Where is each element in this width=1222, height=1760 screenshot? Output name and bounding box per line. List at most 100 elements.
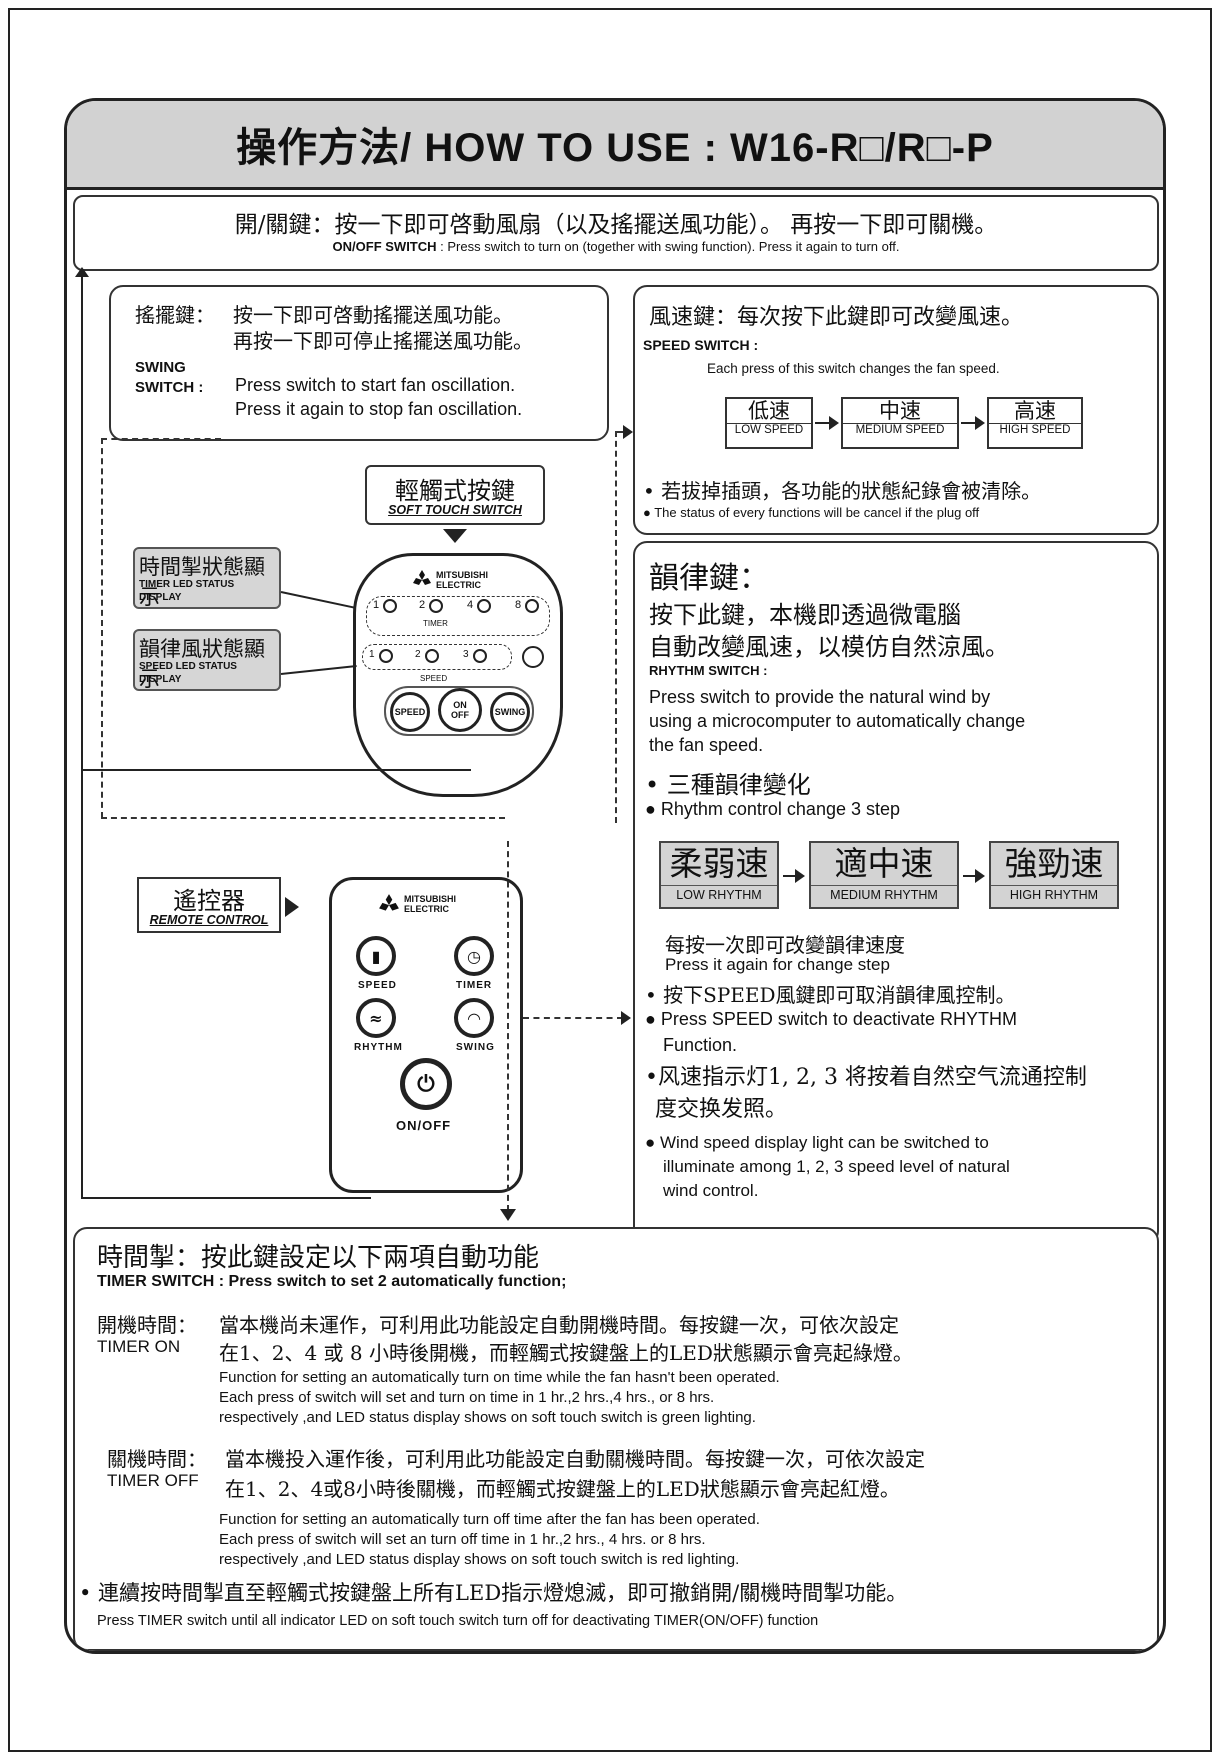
- timer-led-label: 時間掣狀態顯示 TIMER LED STATUS DISPLAY: [133, 547, 281, 609]
- rhythm-step-low: 柔弱速 LOW RHYTHM: [659, 841, 779, 909]
- speed-note-en: ● The status of every functions will be …: [643, 505, 980, 520]
- timer-off-cjk2: 在1、2、4或8小時後關機，而輕觸式按鍵盤上的LED狀態顯示會亮起紅燈。: [225, 1477, 900, 1501]
- timer-off-en3: respectively ,and LED status display sho…: [219, 1551, 740, 1568]
- timer-on-en2: Each press of switch will set and turn o…: [219, 1389, 715, 1406]
- timer-on-label-cjk: 開機時間：: [97, 1313, 197, 1337]
- soft-touch-cjk: 輕觸式按鍵: [395, 477, 515, 505]
- soft-touch-en: SOFT TOUCH SWITCH: [388, 503, 522, 517]
- timer-icon: ◷: [467, 946, 481, 966]
- rhythm-connector: [523, 1017, 623, 1019]
- swing-cjk-label: 搖擺鍵：: [135, 303, 215, 327]
- timer-on-cjk2: 在1、2、4 或 8 小時後開機，而輕觸式按鍵盤上的LED狀態顯示會亮起綠燈。: [219, 1341, 913, 1365]
- timer-led-en1: TIMER LED STATUS: [139, 579, 235, 590]
- remote-speed-button[interactable]: ▮: [356, 936, 396, 976]
- swing-en-line2: Press it again to stop fan oscillation.: [235, 399, 523, 419]
- rhythm-step-high-cjk: 強勁速: [1004, 844, 1104, 883]
- rhythm-en2: using a microcomputer to automatically c…: [649, 711, 1026, 731]
- rhythm-cjk2: 自動改變風速，以模仿自然涼風。: [649, 633, 1009, 661]
- speed-step-medium: 中速 MEDIUM SPEED: [841, 397, 959, 449]
- rhythm-step-medium: 適中速 MEDIUM RHYTHM: [809, 841, 959, 909]
- timer-text: TIMER: [423, 619, 448, 628]
- speed-arrow-line-1: [815, 422, 831, 424]
- timer-on-label-en: TIMER ON: [97, 1337, 181, 1356]
- onoff-panel-connector: [81, 769, 471, 771]
- remote-logo-icon: [378, 894, 400, 918]
- speed-led-1-label: 1: [369, 649, 375, 660]
- rhythm-b1-cjk: • 三種韻律變化: [645, 771, 811, 799]
- timer-final-en: Press TIMER switch until all indicator L…: [97, 1613, 819, 1629]
- timer-off-cjk1: 當本機投入運作後，可利用此功能設定自動關機時間。每按鍵一次，可依次設定: [225, 1447, 925, 1471]
- speed-arrow-1: [829, 416, 839, 430]
- panel-speed-button[interactable]: SPEED: [390, 692, 430, 732]
- rhythm-connector-arrow: [621, 1011, 631, 1025]
- speed-led-3: [473, 649, 487, 663]
- remote-onoff-label: ON/OFF: [396, 1118, 452, 1133]
- remote-label: 遙控器 REMOTE CONTROL: [137, 877, 281, 933]
- rhythm-en3: the fan speed.: [649, 735, 764, 755]
- speed-led-group: 1 2 3: [362, 644, 512, 670]
- remote-rhythm-label: RHYTHM: [354, 1042, 403, 1053]
- remote-brand: MITSUBISHI ELECTRIC: [404, 894, 457, 914]
- remote-control: MITSUBISHI ELECTRIC ▮ SPEED ◷ TIMER ≈ RH…: [329, 877, 523, 1193]
- rhythm-title: 韻律鍵：: [649, 561, 769, 596]
- speed-led-en2: DISPLAY: [139, 674, 182, 685]
- timer-on-en1: Function for setting an automatically tu…: [219, 1369, 780, 1386]
- page-frame: [8, 8, 1212, 1752]
- rhythm-b3-en2: illuminate among 1, 2, 3 speed level of …: [663, 1157, 1010, 1176]
- rhythm-again-en: Press it again for change step: [665, 955, 890, 974]
- swing-connector-top: [101, 438, 221, 440]
- swing-box: 搖擺鍵： 按一下即可啓動搖擺送風功能。 再按一下即可停止搖擺送風功能。 SWIN…: [109, 285, 609, 441]
- speed-step-high: 高速 HIGH SPEED: [987, 397, 1083, 449]
- speed-step-low: 低速 LOW SPEED: [725, 397, 813, 449]
- speed-led-cjk: 韻律風狀態顯示: [139, 637, 265, 691]
- title-text: 操作方法/ HOW TO USE : W16-R□/R□-P: [236, 126, 994, 170]
- remote-timer-label: TIMER: [456, 980, 493, 991]
- soft-touch-label: 輕觸式按鍵 SOFT TOUCH SWITCH: [365, 465, 545, 525]
- speed-arrow-line-2: [961, 422, 977, 424]
- instruction-panel: 操作方法/ HOW TO USE : W16-R□/R□-P 開/關鍵：按一下即…: [64, 98, 1166, 1654]
- mitsubishi-logo-icon: [412, 570, 431, 588]
- onoff-en-text: : Press switch to turn on (together with…: [440, 239, 900, 254]
- speed-step-high-cjk: 高速: [1014, 399, 1056, 423]
- panel-swing-button[interactable]: SWING: [490, 692, 530, 732]
- onoff-en-label: ON/OFF SWITCH: [332, 239, 437, 254]
- timer-on-en3: respectively ,and LED status display sho…: [219, 1409, 756, 1426]
- timer-off-label-cjk: 關機時間：: [107, 1447, 207, 1471]
- remote-timer-button[interactable]: ◷: [454, 936, 494, 976]
- swing-en-label2: SWITCH :: [135, 379, 204, 396]
- timer-off-en1: Function for setting an automatically tu…: [219, 1511, 760, 1528]
- timer-connector-arrow: [500, 1209, 516, 1221]
- onoff-connector-arrow: [75, 267, 89, 277]
- speed-led-2-label: 2: [415, 649, 421, 660]
- panel-speed-label: SPEED: [394, 707, 426, 717]
- remote-swing-button[interactable]: ◠: [454, 998, 494, 1038]
- timer-connector-vertical: [507, 841, 509, 1211]
- rhythm-b2-en1: ● Press SPEED switch to deactivate RHYTH…: [645, 1009, 1017, 1029]
- timer-led-8: [525, 599, 539, 613]
- remote-onoff-button[interactable]: ⏻: [400, 1058, 452, 1110]
- rhythm-again-cjk: 每按一次即可改變韻律速度: [665, 933, 905, 957]
- rhythm-arrow-1: [795, 869, 805, 883]
- speed-connector-vertical: [615, 431, 617, 823]
- remote-swing-label: SWING: [456, 1042, 495, 1053]
- speed-box: 風速鍵：每次按下此鍵即可改變風速。 SPEED SWITCH : Each pr…: [633, 285, 1159, 535]
- speed-text: SPEED: [420, 674, 448, 683]
- rhythm-box: 韻律鍵： 按下此鍵，本機即透過微電腦 自動改變風速，以模仿自然涼風。 RHYTH…: [633, 541, 1159, 1245]
- timer-led-1: [383, 599, 397, 613]
- rhythm-icon: ≈: [369, 1008, 383, 1028]
- timer-led-4: [477, 599, 491, 613]
- rhythm-b2-en2: Function.: [663, 1035, 738, 1055]
- speed-step-low-en: LOW SPEED: [727, 423, 811, 436]
- remote-rhythm-button[interactable]: ≈: [356, 998, 396, 1038]
- rhythm-arrow-line-1: [783, 875, 797, 877]
- panel-off-label: OFF: [451, 710, 469, 720]
- speed-led-1: [379, 649, 393, 663]
- timer-title-cjk: 時間掣：按此鍵設定以下兩項自動功能: [97, 1243, 540, 1273]
- swing-icon: ◠: [467, 1008, 481, 1028]
- soft-touch-panel: MITSUBISHI ELECTRIC 1 2 4 8 TIMER 1 2 3 …: [353, 553, 563, 797]
- rhythm-step-low-en: LOW RHYTHM: [661, 885, 777, 902]
- timer-led-leader: [280, 591, 356, 609]
- timer-led-2-label: 2: [419, 599, 426, 611]
- speed-arrow-2: [975, 416, 985, 430]
